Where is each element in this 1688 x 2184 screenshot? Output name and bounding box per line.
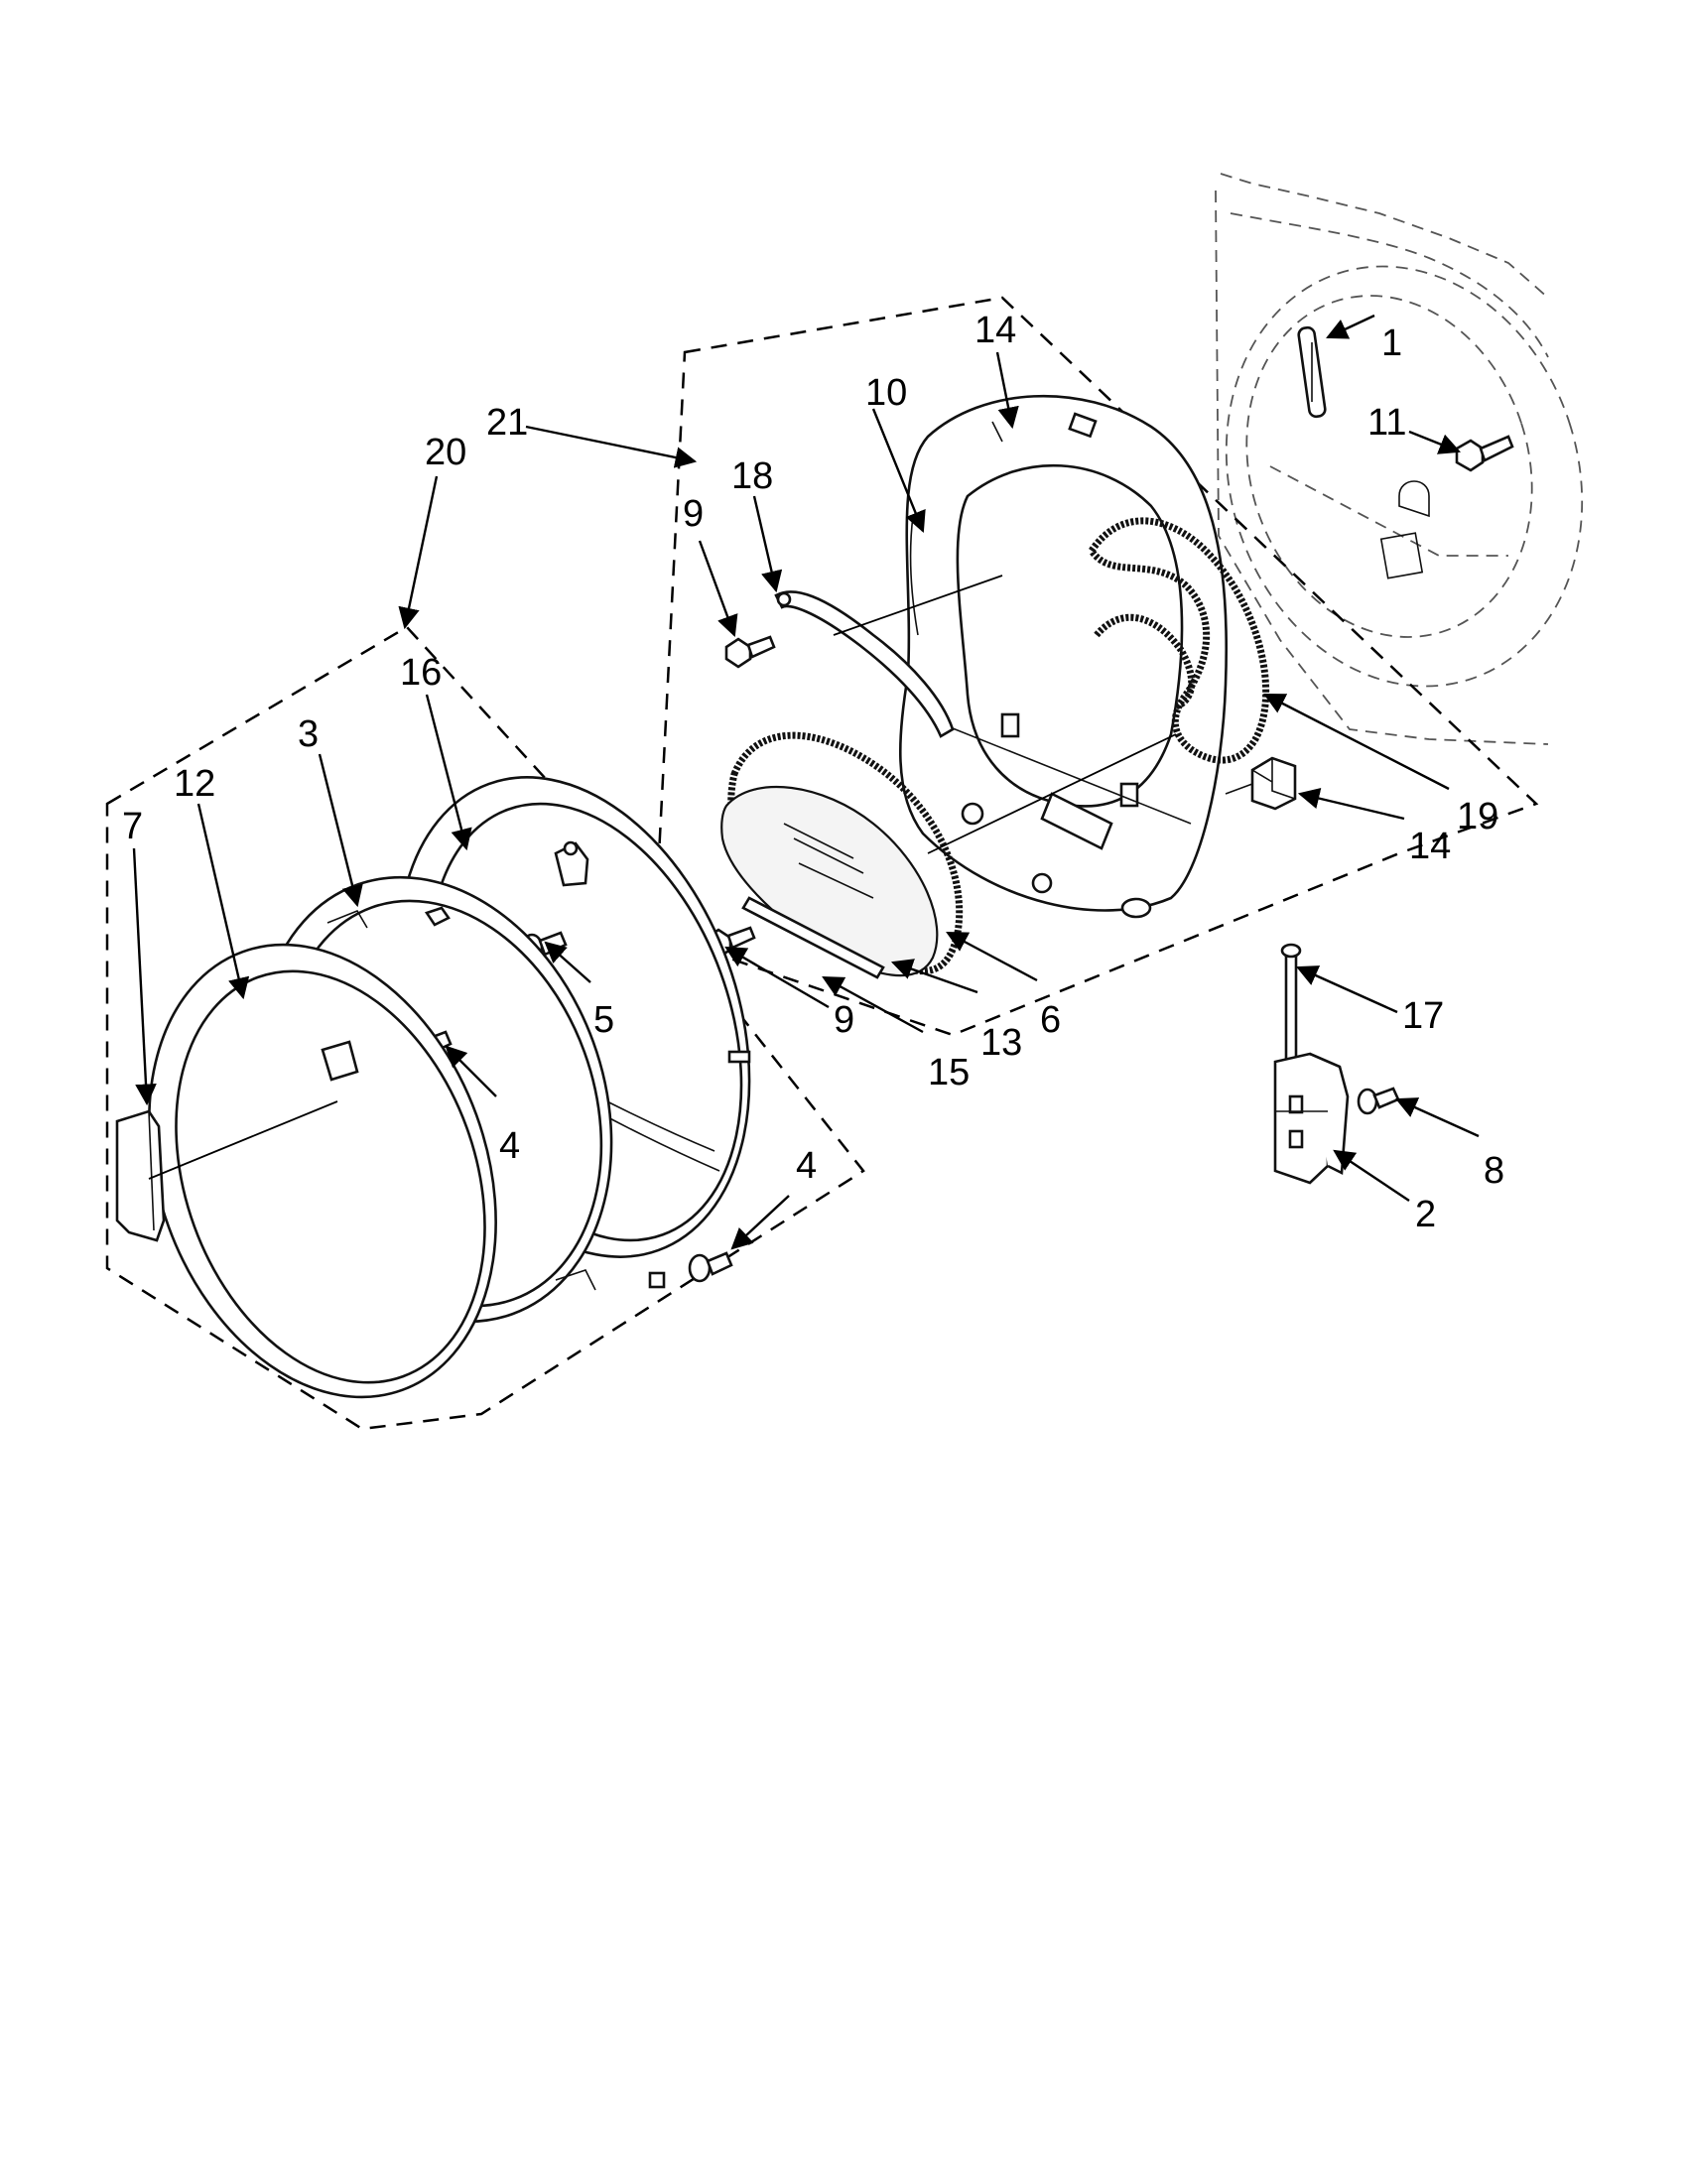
- callout-labels: 1 11 14 10 18 9 21 20 16 3 12 7 19 14 5 …: [122, 310, 1504, 1235]
- part-2-door-hinge: [1273, 1052, 1350, 1185]
- part-4-screw-right: [688, 1251, 733, 1283]
- part-1-door-strike: [1297, 325, 1327, 419]
- part-8-hinge-screw: [1357, 1087, 1400, 1115]
- callout-9-lower: 9: [834, 999, 854, 1041]
- assembly-20-outline: [105, 625, 865, 1431]
- callout-13: 13: [980, 1022, 1022, 1064]
- dryer-cabinet-outline: [1215, 173, 1584, 745]
- part-14-hinge-receptacle-lower: [1225, 756, 1297, 811]
- callout-2: 2: [1415, 1194, 1436, 1235]
- part-18-door-strap: [774, 590, 955, 738]
- part-13-door-glass: [720, 785, 939, 977]
- part-15-glass-trim: [741, 896, 885, 979]
- part-19-door-gasket-inner: [1094, 613, 1196, 710]
- callout-8: 8: [1484, 1150, 1504, 1192]
- callout-15: 15: [928, 1052, 970, 1093]
- callout-12: 12: [174, 763, 215, 805]
- callout-11: 11: [1367, 402, 1406, 444]
- part-7-door-handle: [115, 1109, 166, 1242]
- part-11-screw: [1455, 435, 1514, 472]
- assembly-axis-20: [148, 1100, 338, 1180]
- assembly-axis-21-lower: [927, 733, 1177, 854]
- leader-lines: [132, 314, 1480, 1250]
- callout-18: 18: [731, 455, 773, 497]
- part-19-door-gasket-outer: [1087, 517, 1270, 764]
- part-9-screw-upper: [724, 635, 776, 669]
- callout-14-lower: 14: [1409, 826, 1451, 867]
- callout-4-left: 4: [499, 1125, 520, 1167]
- callout-4-right: 4: [796, 1145, 817, 1187]
- callout-9-upper: 9: [683, 493, 704, 535]
- callout-5: 5: [593, 999, 614, 1041]
- callout-20: 20: [425, 432, 466, 473]
- callout-6: 6: [1040, 999, 1061, 1041]
- callout-16: 16: [400, 652, 442, 694]
- part-10-inner-door-frame: [898, 394, 1229, 919]
- callout-7: 7: [122, 806, 143, 847]
- callout-19: 19: [1457, 796, 1498, 837]
- part-12-outer-door-ring: [148, 943, 497, 1399]
- callout-14-upper: 14: [974, 310, 1016, 351]
- callout-17: 17: [1402, 995, 1444, 1037]
- assembly-axis-21: [833, 575, 1003, 636]
- callout-21: 21: [486, 402, 528, 444]
- assembly-21-outline: [653, 296, 1539, 1037]
- callout-10: 10: [865, 372, 907, 414]
- part-17-hinge-pin: [1280, 943, 1302, 1062]
- callout-3: 3: [298, 713, 319, 755]
- callout-1: 1: [1381, 322, 1402, 364]
